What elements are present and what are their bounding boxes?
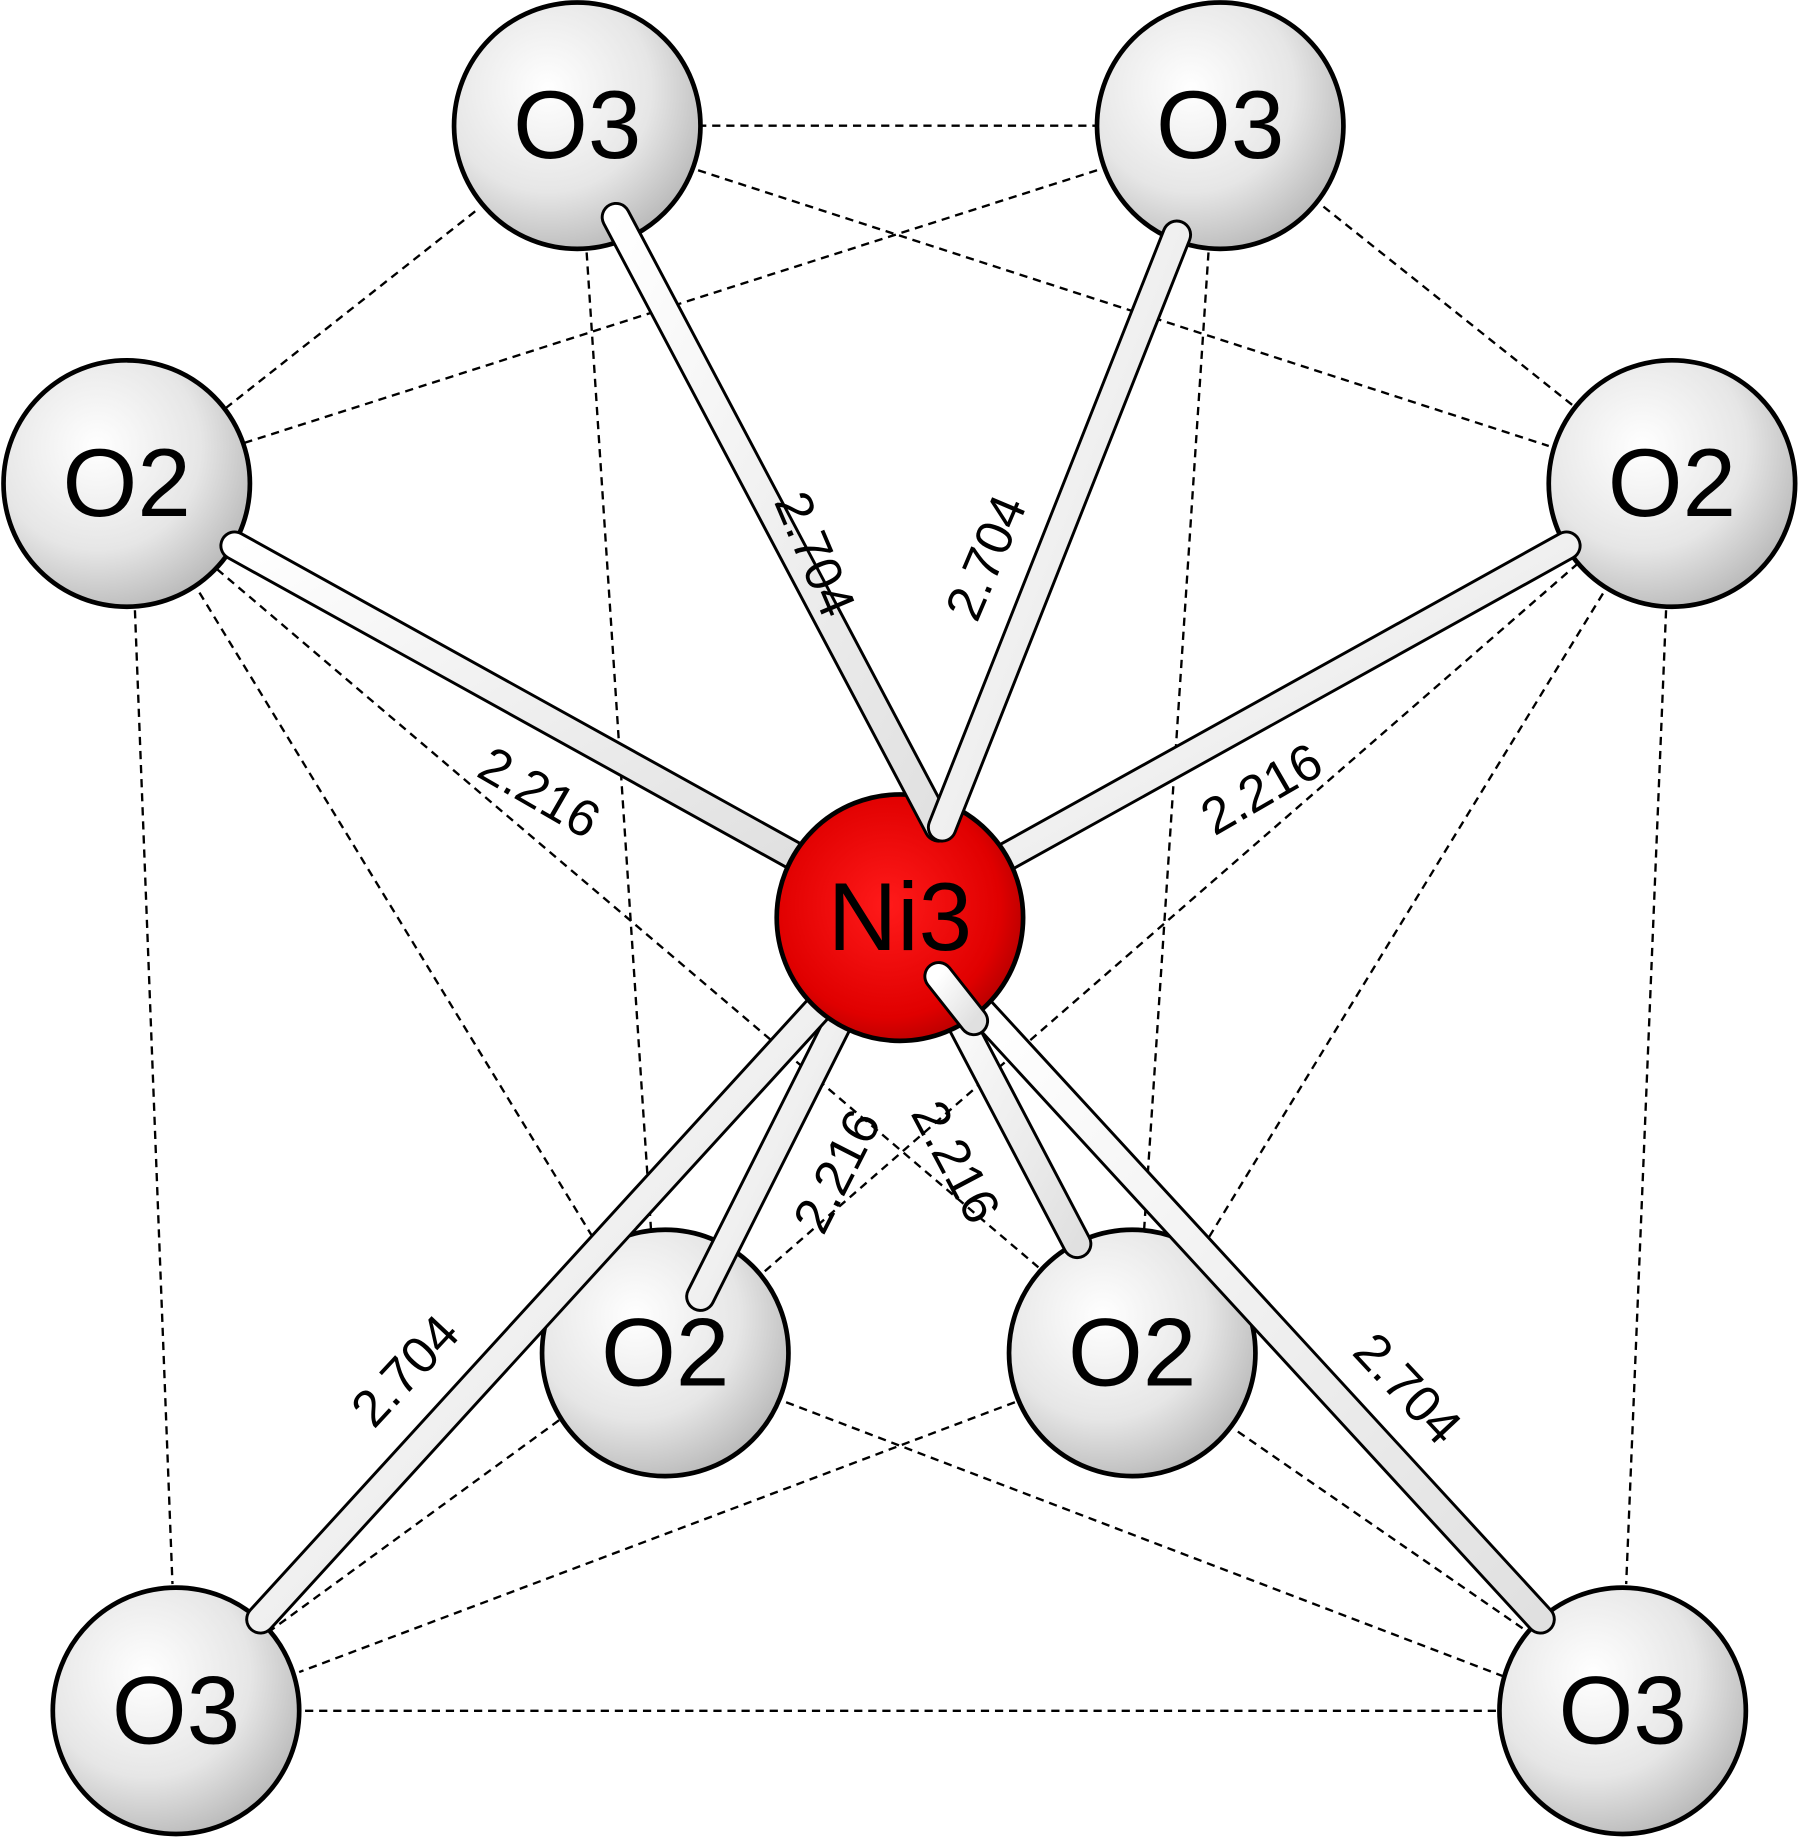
bond-ni-o2-right xyxy=(991,530,1582,872)
bond-ni-o3-top-right xyxy=(926,219,1193,843)
atom-o2-bottom-right: O2 xyxy=(1006,1227,1258,1479)
edge xyxy=(1142,252,1210,1233)
edge xyxy=(224,210,476,410)
edge xyxy=(133,610,174,1585)
bond-ni-o3-bottom-right xyxy=(964,993,1556,1635)
edge xyxy=(1322,205,1573,406)
edge xyxy=(298,1401,1016,1674)
edge xyxy=(785,1401,1509,1680)
atom-label: O2 xyxy=(1068,1299,1196,1406)
atom-label: O3 xyxy=(1156,72,1284,179)
bond-ni-o3-bottom-left xyxy=(245,993,834,1635)
atom-o2-right: O2 xyxy=(1546,357,1798,610)
atom-label: O2 xyxy=(63,430,191,537)
atom-o3-bottom-right: O3 xyxy=(1497,1585,1749,1837)
atom-label: O3 xyxy=(1558,1657,1686,1764)
atom-label: O2 xyxy=(601,1299,729,1406)
edge xyxy=(761,562,1579,1275)
atom-o2-left: O2 xyxy=(1,357,253,610)
bonds xyxy=(219,530,1582,1635)
edge xyxy=(585,252,653,1233)
atom-label-ni3: Ni3 xyxy=(828,864,972,971)
edge xyxy=(1625,610,1668,1585)
atom-label: O2 xyxy=(1608,430,1736,537)
atom-ni3 xyxy=(774,792,1026,1044)
bond-ni-o2-bottom-left xyxy=(685,1005,855,1312)
edge xyxy=(198,592,623,1286)
atom-o2-bottom-left: O2 xyxy=(539,1227,791,1479)
edge xyxy=(1207,556,1627,1239)
bonds-front xyxy=(600,201,1193,1037)
edge xyxy=(1237,1430,1562,1656)
bond-ni-o2-bottom-right-front xyxy=(923,961,990,1037)
atom-o3-bottom-left: O3 xyxy=(50,1585,302,1837)
atom-label: O3 xyxy=(513,72,641,179)
atom-o3-top-right: O3 xyxy=(1094,0,1346,252)
edge xyxy=(216,568,1040,1269)
atom-o3-top-left: O3 xyxy=(451,0,703,252)
edge xyxy=(269,1377,617,1632)
bond-ni-o2-left xyxy=(219,530,811,872)
bond-ni-o3-top-left xyxy=(600,201,954,843)
atom-label: O3 xyxy=(112,1657,240,1764)
